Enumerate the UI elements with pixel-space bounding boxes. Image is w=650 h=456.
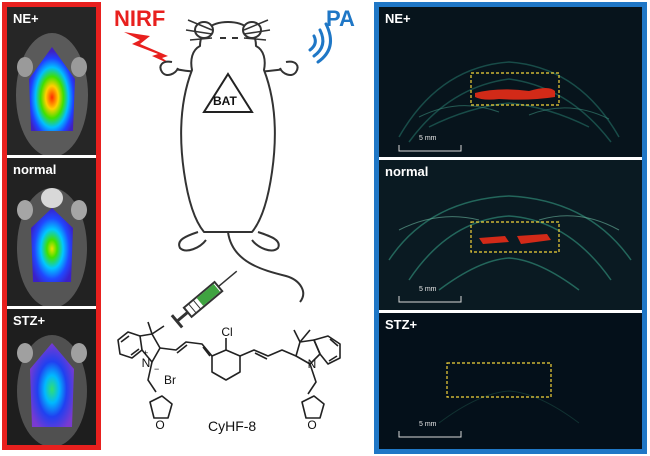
mouse-outline [159, 21, 305, 303]
atom-n-plus: N [142, 356, 151, 370]
atom-br: Br [164, 373, 176, 387]
nirf-separator-2 [7, 306, 96, 309]
atom-cl: Cl [221, 325, 232, 339]
pa-scale-stz: 5 mm [419, 421, 437, 428]
nirf-label-normal: normal [13, 162, 57, 177]
pa-label-stz: STZ+ [385, 317, 418, 332]
nirf-image-stz [7, 309, 96, 445]
pa-separator-2 [379, 310, 642, 313]
pa-label-normal: normal [385, 164, 429, 179]
pa-panel-ne: NE+ 5 mm [379, 7, 642, 157]
pa-separator-1 [379, 157, 642, 160]
pa-image-normal [379, 160, 642, 310]
nirf-panel-normal: normal [7, 158, 96, 306]
pa-image-ne [379, 7, 642, 157]
atom-charge-plus: + [143, 348, 148, 358]
molecule-name: CyHF-8 [208, 418, 257, 434]
atom-o2: O [307, 418, 316, 432]
pa-image-stz [379, 313, 642, 449]
pa-label-ne: NE+ [385, 11, 411, 26]
pa-panel-stz: STZ+ 5 mm [379, 313, 642, 449]
pa-title: PA [326, 6, 355, 31]
pa-panel-normal: normal 5 mm [379, 160, 642, 310]
sound-wave-icon [308, 22, 332, 64]
pa-scale-normal: 5 mm [419, 286, 437, 293]
pa-frame: NE+ 5 mm normal 5 mm [374, 2, 647, 454]
pa-scale-ne: 5 mm [419, 135, 437, 142]
atom-charge-minus: − [154, 364, 159, 374]
syringe-icon [170, 270, 238, 329]
nirf-image-ne [7, 7, 96, 155]
center-illustration: Cl N + − Br N O O [117, 19, 341, 432]
mouse-whiskers [185, 19, 271, 41]
atom-o1: O [155, 418, 164, 432]
nirf-separator-1 [7, 155, 96, 158]
bat-label: BAT [213, 94, 237, 108]
bat-triangle [202, 72, 254, 113]
nirf-panel-ne: NE+ [7, 7, 96, 155]
nirf-image-normal [7, 158, 96, 306]
nirf-panel-stz: STZ+ [7, 309, 96, 445]
molecule-structure [117, 321, 341, 419]
nirf-label-stz: STZ+ [13, 313, 46, 328]
nirf-title: NIRF [114, 6, 166, 31]
lightning-icon [124, 32, 174, 66]
nirf-frame: NE+ normal [2, 2, 101, 450]
nirf-label-ne: NE+ [13, 11, 39, 26]
atom-n2: N [308, 357, 317, 371]
